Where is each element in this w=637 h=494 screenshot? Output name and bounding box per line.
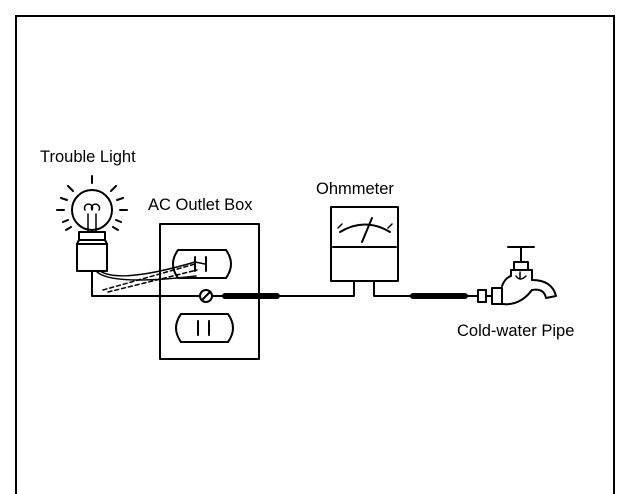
ohmmeter-icon	[330, 206, 399, 282]
trouble-light-cord	[91, 261, 206, 297]
ac-outlet-box-label: AC Outlet Box	[148, 196, 253, 214]
diagram-frame	[15, 15, 615, 494]
faucet-icon	[477, 246, 557, 306]
outlet-icon	[159, 223, 260, 360]
test-lead-pipe	[373, 280, 479, 299]
cold-water-pipe-label: Cold-water Pipe	[457, 322, 574, 340]
light-bulb-icon	[56, 175, 128, 272]
test-lead-outlet	[211, 280, 355, 299]
trouble-light-label: Trouble Light	[40, 148, 136, 166]
ohmmeter-label: Ohmmeter	[316, 180, 394, 198]
